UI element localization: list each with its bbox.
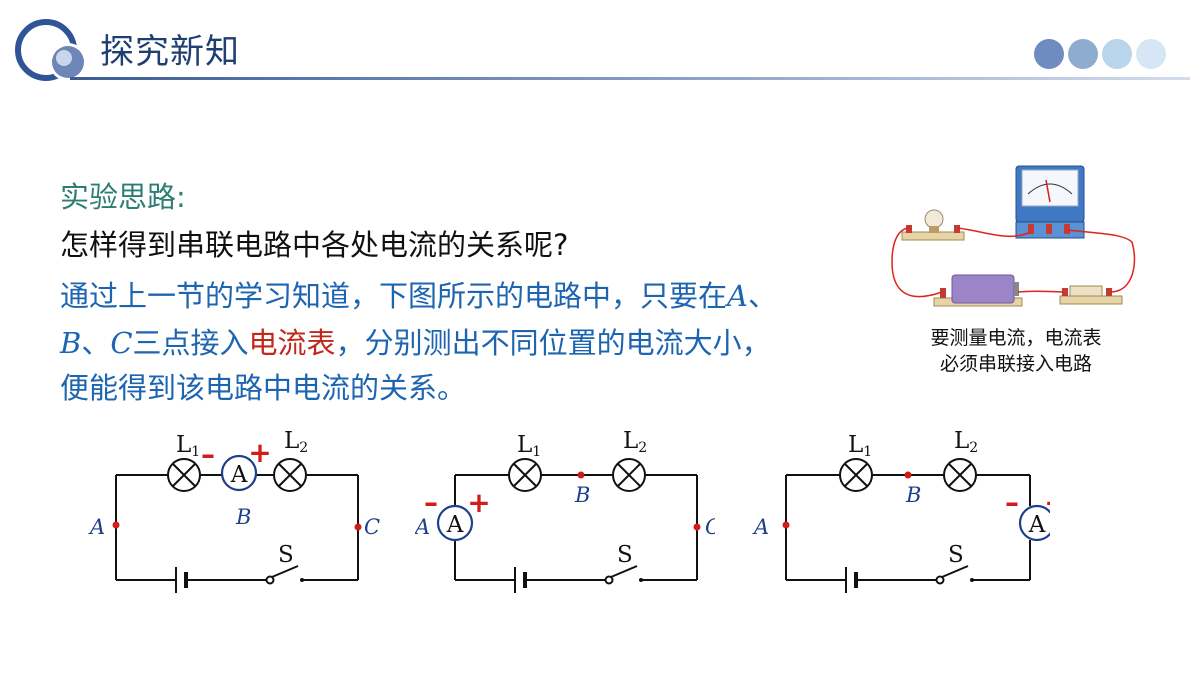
ammeter: A xyxy=(436,504,474,542)
separator: 、 xyxy=(747,279,777,313)
point-a-dot xyxy=(112,521,120,529)
point-b-label: B xyxy=(235,505,251,529)
circuit-ammeter-at-b: A – + L1 L2 S A C B xyxy=(88,428,380,593)
lamp-l1-label: L1 xyxy=(517,432,541,460)
lamp-l2-label: L2 xyxy=(623,428,647,456)
point-c-ref: C xyxy=(110,326,133,360)
lamp-l1-label: L1 xyxy=(176,432,200,460)
header-dot-1 xyxy=(1034,39,1064,69)
lamp-l1 xyxy=(839,458,873,492)
ammeter-symbol: A xyxy=(446,512,464,538)
header-underline xyxy=(70,77,1190,80)
switch-label: S xyxy=(278,542,294,568)
ammeter: A xyxy=(220,454,258,492)
battery xyxy=(845,567,858,593)
point-c-dot xyxy=(354,523,362,531)
lamp-l2 xyxy=(612,458,646,492)
lamp-l2-label: L2 xyxy=(284,428,308,456)
point-a-label: A xyxy=(88,515,105,539)
header-dot-2 xyxy=(1068,39,1098,69)
page-title: 探究新知 xyxy=(100,32,240,72)
ammeter-symbol: A xyxy=(230,462,248,488)
point-a-label: A xyxy=(752,515,769,539)
battery xyxy=(514,567,527,593)
point-c-label: C xyxy=(705,515,715,539)
lamp-l2 xyxy=(943,458,977,492)
explanation-line-1: 通过上一节的学习知道，下图所示的电路中，只要在A、 xyxy=(60,277,777,315)
question-text: 怎样得到串联电路中各处电流的关系呢? xyxy=(60,228,569,262)
switch xyxy=(265,565,304,585)
plus-sign: + xyxy=(467,486,490,519)
header-dots xyxy=(1034,39,1174,71)
switch xyxy=(604,565,643,585)
point-c-dot xyxy=(693,523,701,531)
lamp-l1 xyxy=(508,458,542,492)
minus-sign: – xyxy=(201,438,215,471)
section-heading: 实验思路: xyxy=(60,180,186,214)
plus-sign: + xyxy=(248,436,271,469)
battery xyxy=(175,567,188,593)
plus-sign: + xyxy=(1044,486,1050,519)
header-dot-4 xyxy=(1136,39,1166,69)
switch-label: S xyxy=(617,542,633,568)
lamp-l1 xyxy=(167,458,201,492)
circuit-wires xyxy=(454,474,698,581)
ammeter: A xyxy=(1018,504,1050,542)
minus-sign: – xyxy=(1005,486,1019,519)
photo-caption-line-2: 必须串联接入电路 xyxy=(939,353,1092,375)
header-dot-3 xyxy=(1102,39,1132,69)
highlight-ammeter: 电流表 xyxy=(248,326,336,360)
circuit-photo-illustration xyxy=(891,165,1136,307)
lamp-l2-label: L2 xyxy=(954,428,978,456)
explanation-line-2: B、C三点接入电流表，分别测出不同位置的电流大小， xyxy=(60,324,771,362)
circuit-ammeter-at-c: A – + L1 L2 S A B C xyxy=(752,428,1050,593)
explanation-line-3: 便能得到该电路中电流的关系。 xyxy=(60,371,467,405)
point-a-ref: A xyxy=(727,279,748,313)
point-a-label: A xyxy=(415,515,430,539)
minus-sign: – xyxy=(424,486,438,519)
switch xyxy=(935,565,974,585)
point-b-dot xyxy=(904,471,912,479)
point-b-label: B xyxy=(905,483,921,507)
point-b-dot xyxy=(577,471,585,479)
separator: 、 xyxy=(81,326,111,360)
explanation-text: ，分别测出不同位置的电流大小， xyxy=(335,326,771,360)
switch-label: S xyxy=(948,542,964,568)
lamp-l2 xyxy=(273,458,307,492)
point-b-ref: B xyxy=(60,326,82,360)
explanation-text: 通过上一节的学习知道，下图所示的电路中，只要在 xyxy=(60,279,728,313)
point-a-dot xyxy=(782,521,790,529)
photo-caption-line-1: 要测量电流，电流表 xyxy=(930,327,1102,349)
point-c-label: C xyxy=(364,515,380,539)
explanation-text: 三点接入 xyxy=(132,326,249,360)
header-logo xyxy=(15,19,87,81)
circuit-ammeter-at-a: A – + L1 L2 S A B C xyxy=(415,428,715,593)
lamp-l1-label: L1 xyxy=(848,432,872,460)
ammeter-symbol: A xyxy=(1028,512,1046,538)
point-b-label: B xyxy=(574,483,590,507)
